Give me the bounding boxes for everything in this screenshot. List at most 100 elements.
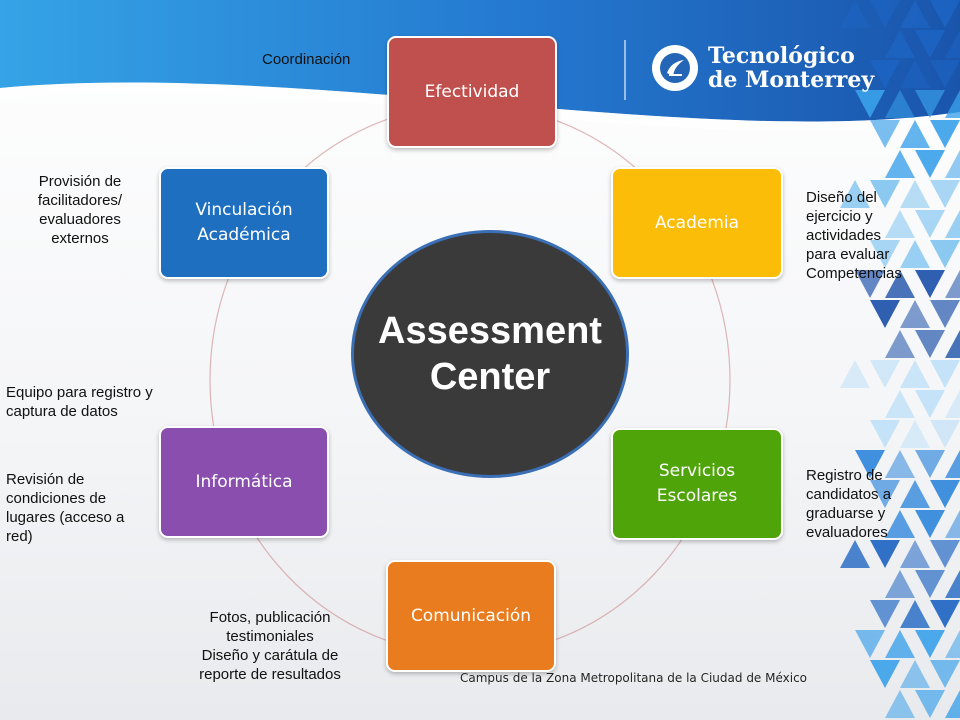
note-line: condiciones de	[6, 490, 107, 507]
triangle-shape	[945, 150, 960, 178]
triangle-shape	[915, 450, 945, 478]
triangle-shape	[885, 150, 915, 178]
note-coordinacion: Coordinación	[262, 50, 350, 69]
triangle-shape	[930, 600, 960, 628]
note-line: Competencias	[806, 265, 902, 282]
triangle-shape	[930, 660, 960, 688]
node-label: Efectividad	[425, 80, 520, 105]
triangle-shape	[945, 90, 960, 118]
triangle-shape	[930, 240, 960, 268]
note-line: captura de datos	[6, 403, 118, 420]
note-line: evaluadores	[806, 524, 888, 541]
node-label-line: Informática	[195, 471, 293, 492]
triangle-shape	[945, 570, 960, 598]
triangle-shape	[855, 270, 885, 298]
triangle-shape	[900, 120, 930, 148]
logo-text-line2: de Monterrey	[708, 67, 875, 93]
triangle-shape	[945, 330, 960, 358]
triangle-shape	[855, 90, 885, 118]
triangle-shape	[870, 60, 900, 88]
triangle-shape	[900, 180, 930, 208]
triangle-shape	[930, 180, 960, 208]
triangle-shape	[885, 510, 915, 538]
triangle-shape	[885, 330, 915, 358]
triangle-shape	[900, 420, 930, 448]
triangle-shape	[840, 180, 870, 208]
triangle-shape	[885, 210, 915, 238]
note-line: Coordinación	[262, 51, 351, 68]
triangle-shape	[885, 90, 915, 118]
note-equipo: Equipo para registro y captura de datos	[6, 383, 153, 421]
triangle-shape	[915, 570, 945, 598]
note-line: Provisión de	[38, 173, 122, 190]
note-line: Revisión de	[6, 471, 85, 488]
triangle-shape	[900, 540, 930, 568]
note-line: Diseño y carátula de	[201, 647, 339, 664]
triangle-shape	[915, 150, 945, 178]
node-label-line: Escolares	[656, 486, 738, 506]
triangle-shape	[840, 360, 870, 388]
note-line: Registro de	[806, 467, 883, 484]
node-label: Comunicación	[411, 604, 531, 629]
triangle-shape	[870, 480, 900, 508]
note-line: facilitadores/	[37, 192, 123, 209]
triangle-shape	[930, 540, 960, 568]
triangle-shape	[945, 390, 960, 418]
triangle-shape	[945, 630, 960, 658]
triangle-shape	[930, 300, 960, 328]
triangle-shape	[855, 630, 885, 658]
note-line: evaluadores	[39, 211, 121, 228]
logo-divider	[624, 40, 626, 100]
note-line: Equipo para registro y	[6, 384, 153, 401]
triangle-shape	[870, 600, 900, 628]
triangle-shape	[930, 360, 960, 388]
triangle-shape	[900, 660, 930, 688]
node-label-line: Efectividad	[424, 81, 520, 102]
triangle-shape	[885, 30, 915, 58]
logo-text-line1: Tecnológico	[708, 43, 855, 69]
node-comunicacion: Comunicación	[386, 560, 556, 672]
center-title-line2: Center	[429, 356, 551, 398]
note-line: para evaluar	[806, 246, 890, 263]
decorative-triangles	[840, 0, 960, 718]
node-academia: Academia	[611, 167, 783, 279]
triangle-shape	[840, 540, 870, 568]
triangle-shape	[885, 570, 915, 598]
triangle-shape	[900, 600, 930, 628]
note-line: Fotos, publicación	[209, 609, 331, 626]
triangle-shape	[915, 330, 945, 358]
triangle-shape	[870, 360, 900, 388]
triangle-shape	[855, 450, 885, 478]
note-line: testimoniales	[226, 628, 314, 645]
center-title-line1: Assessment	[378, 310, 602, 352]
triangle-shape	[900, 60, 930, 88]
triangle-shape	[870, 180, 900, 208]
triangle-shape	[930, 480, 960, 508]
note-line: actividades	[806, 227, 882, 244]
node-label-line: Académica	[197, 225, 291, 245]
triangle-shape	[885, 390, 915, 418]
triangle-shape	[945, 270, 960, 298]
note-line: graduarse y	[806, 505, 886, 522]
assessment-center-circle: Assessment Center	[351, 230, 629, 478]
triangle-shape	[870, 120, 900, 148]
triangle-shape	[945, 690, 960, 718]
triangle-shape	[870, 660, 900, 688]
triangle-shape	[915, 690, 945, 718]
triangle-shape	[900, 300, 930, 328]
triangle-shape	[915, 270, 945, 298]
triangle-shape	[885, 630, 915, 658]
node-label-line: Academia	[654, 212, 740, 233]
node-informatica: Informática	[159, 426, 329, 538]
triangle-shape	[945, 30, 960, 58]
logo-icon	[652, 45, 698, 91]
triangle-shape	[945, 210, 960, 238]
note-line: lugares (acceso a	[6, 509, 125, 526]
